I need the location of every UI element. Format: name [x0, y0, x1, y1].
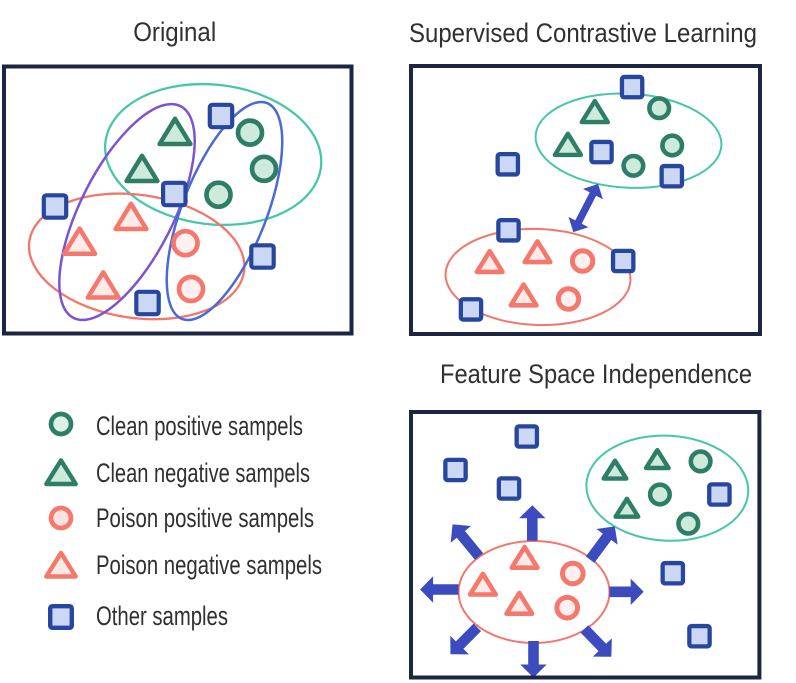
- svg-text:Clean negative sampels: Clean negative sampels: [96, 458, 310, 488]
- svg-text:Original: Original: [133, 17, 216, 47]
- svg-text:Poison positive sampels: Poison positive sampels: [96, 503, 314, 533]
- svg-text:Supervised Contrastive Learnin: Supervised Contrastive Learning: [409, 18, 757, 48]
- svg-text:Feature Space Independence: Feature Space Independence: [440, 359, 752, 389]
- svg-text:Poison negative sampels: Poison negative sampels: [96, 550, 322, 580]
- svg-text:Other samples: Other samples: [96, 601, 228, 631]
- svg-text:Clean positive sampels: Clean positive sampels: [96, 411, 303, 441]
